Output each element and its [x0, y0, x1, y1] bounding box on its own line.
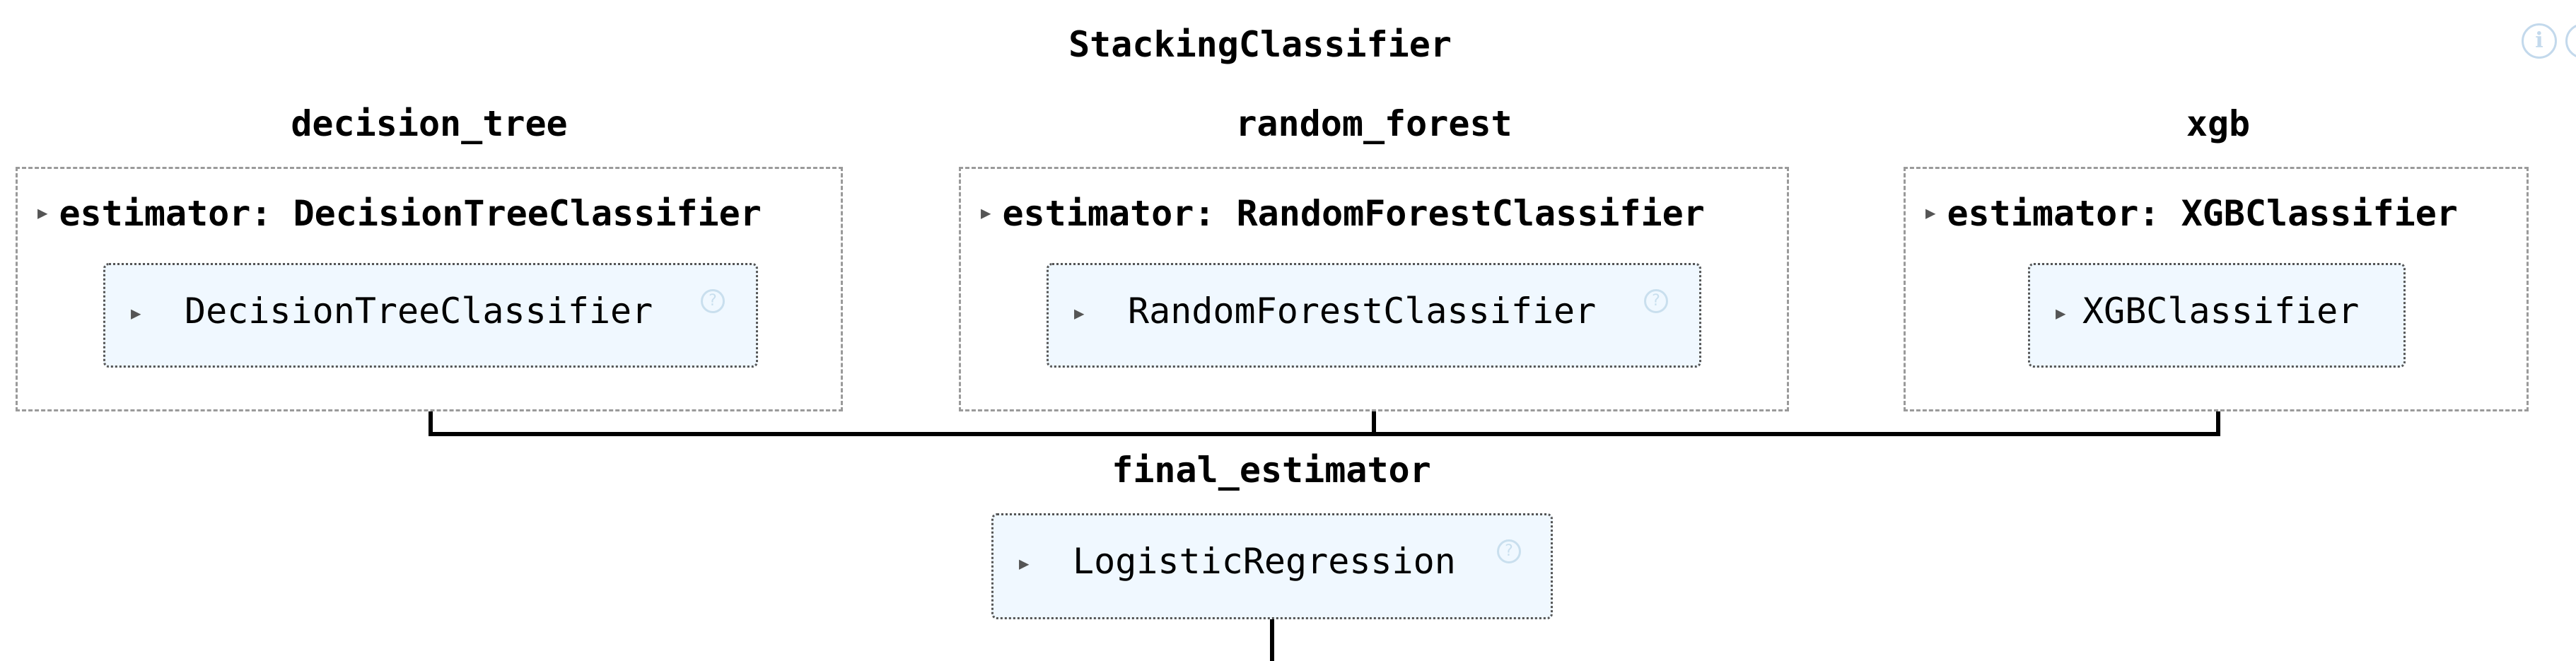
estimator-param-label: estimator: XGBClassifier: [1947, 193, 2458, 234]
question-circle-icon[interactable]: ?: [1644, 289, 1668, 313]
info-icon-partial: [2565, 23, 2576, 59]
triangle-right-icon: ▶: [131, 303, 141, 323]
triangle-right-icon: ▶: [981, 202, 991, 223]
question-circle-icon[interactable]: ?: [1497, 539, 1521, 563]
estimator-param-toggle-decision-tree[interactable]: ▶ estimator: DecisionTreeClassifier: [37, 196, 762, 231]
info-icon[interactable]: i: [2522, 23, 2557, 59]
estimator-title-xgb[interactable]: xgb: [2186, 103, 2251, 144]
estimator-box-decision-tree[interactable]: ▶ DecisionTreeClassifier ?: [103, 263, 758, 368]
triangle-right-icon: ▶: [1925, 202, 1936, 223]
triangle-right-icon: ▶: [2056, 303, 2066, 323]
estimator-class-name: RandomForestClassifier: [1128, 291, 1597, 332]
estimator-param-label: estimator: RandomForestClassifier: [1002, 193, 1705, 234]
estimator-box-random-forest[interactable]: ▶ RandomForestClassifier ?: [1047, 263, 1701, 368]
connector-horizontal: [429, 432, 2220, 436]
estimator-param-toggle-xgb[interactable]: ▶ estimator: XGBClassifier: [1925, 196, 2458, 231]
final-estimator-title[interactable]: final_estimator: [1112, 450, 1431, 491]
estimator-title-decision-tree[interactable]: decision_tree: [291, 103, 568, 144]
triangle-right-icon: ▶: [1019, 554, 1030, 573]
estimator-param-toggle-random-forest[interactable]: ▶ estimator: RandomForestClassifier: [981, 196, 1705, 231]
connector-final-output: [1270, 617, 1274, 661]
triangle-right-icon: ▶: [37, 202, 48, 223]
estimator-class-name: DecisionTreeClassifier: [185, 291, 653, 332]
final-estimator-box[interactable]: ▶ LogisticRegression ?: [991, 513, 1553, 619]
question-circle-icon[interactable]: ?: [701, 289, 725, 313]
estimator-box-xgb[interactable]: ▶ XGBClassifier: [2028, 263, 2406, 368]
estimator-class-name: XGBClassifier: [2082, 291, 2360, 332]
stacking-title[interactable]: StackingClassifier: [1068, 24, 1452, 65]
triangle-right-icon: ▶: [1074, 303, 1085, 323]
estimator-param-label: estimator: DecisionTreeClassifier: [59, 193, 762, 234]
final-estimator-class-name: LogisticRegression: [1073, 541, 1456, 582]
estimator-title-random-forest[interactable]: random_forest: [1235, 103, 1513, 144]
